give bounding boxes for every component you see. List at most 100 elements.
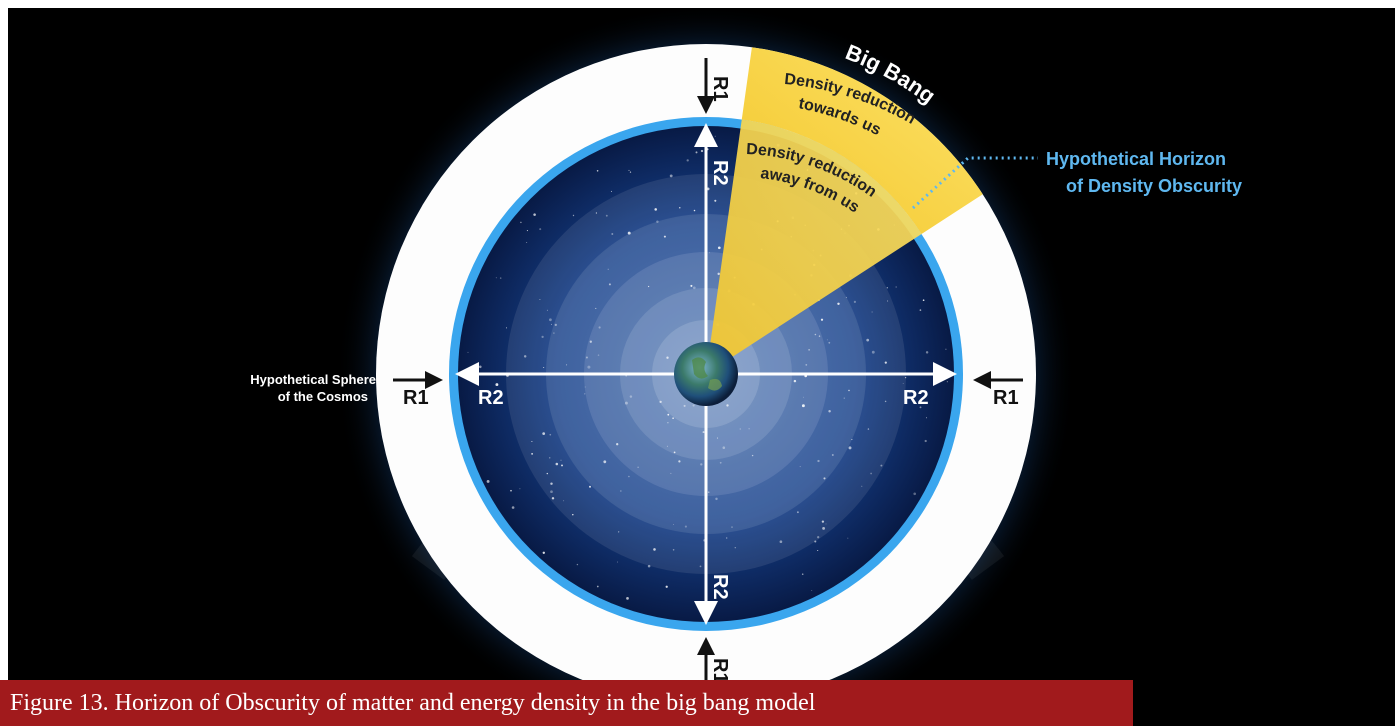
- star: [629, 395, 633, 398]
- horizon-leader-line: [911, 156, 1038, 210]
- star: [825, 523, 827, 525]
- star: [739, 428, 741, 430]
- star: [811, 589, 813, 592]
- star: [589, 340, 592, 343]
- star: [734, 547, 736, 549]
- star: [670, 472, 672, 474]
- star: [628, 169, 630, 171]
- star: [589, 485, 591, 488]
- star: [866, 338, 870, 342]
- star: [616, 443, 619, 446]
- star: [853, 300, 857, 304]
- star: [673, 451, 676, 454]
- star: [919, 309, 922, 311]
- star: [719, 461, 722, 464]
- star: [801, 404, 805, 408]
- star: [531, 452, 534, 455]
- sphere-label-line1: Hypothetical Sphere: [250, 372, 376, 387]
- star: [561, 464, 563, 467]
- star: [817, 459, 820, 463]
- star: [848, 446, 852, 450]
- star: [880, 464, 883, 467]
- star: [546, 309, 548, 311]
- star: [700, 149, 704, 153]
- r1-label-left: R1: [403, 387, 429, 409]
- star: [554, 323, 557, 327]
- star: [659, 400, 662, 404]
- star: [608, 283, 611, 286]
- star: [539, 228, 542, 231]
- star: [748, 428, 750, 430]
- star: [717, 272, 720, 276]
- star: [686, 159, 689, 162]
- star: [805, 364, 808, 366]
- star: [667, 413, 670, 416]
- star: [845, 296, 847, 299]
- star: [549, 457, 551, 459]
- star: [895, 286, 897, 288]
- star: [667, 422, 669, 424]
- star: [870, 472, 872, 475]
- star: [793, 379, 797, 383]
- star: [624, 401, 628, 405]
- star: [803, 396, 804, 398]
- star: [587, 365, 591, 369]
- horizon-label-line2: of Density Obscurity: [1066, 176, 1242, 196]
- star: [595, 212, 598, 214]
- star: [543, 367, 545, 368]
- star: [495, 277, 497, 279]
- star: [607, 268, 609, 270]
- star: [672, 549, 675, 551]
- star: [576, 563, 579, 566]
- sphere-label-line2: of the Cosmos: [278, 389, 368, 404]
- star: [904, 376, 907, 379]
- star: [654, 208, 657, 211]
- star: [884, 361, 887, 364]
- star: [946, 381, 948, 383]
- star: [467, 351, 469, 353]
- star: [702, 431, 705, 434]
- r1-label-bottom: R1: [709, 658, 731, 684]
- star: [699, 565, 702, 568]
- star: [847, 537, 849, 539]
- star: [563, 500, 565, 502]
- star: [627, 231, 631, 235]
- star: [663, 235, 666, 238]
- star: [714, 135, 716, 137]
- star: [520, 221, 522, 224]
- star: [542, 432, 546, 435]
- star: [584, 386, 586, 388]
- star: [695, 151, 698, 154]
- star: [826, 339, 828, 341]
- star: [541, 335, 544, 339]
- star: [692, 286, 696, 290]
- star: [510, 489, 512, 492]
- star: [867, 428, 870, 430]
- star: [926, 417, 928, 419]
- star: [817, 549, 819, 552]
- star: [690, 284, 693, 287]
- star: [647, 564, 651, 568]
- r2-label-bottom: R2: [709, 574, 731, 600]
- star: [722, 446, 726, 449]
- earth-continent: [692, 357, 708, 379]
- star: [700, 463, 703, 466]
- star: [584, 393, 586, 395]
- star: [486, 479, 490, 483]
- star: [814, 540, 817, 543]
- figure-caption: Figure 13. Horizon of Obscurity of matte…: [0, 680, 1133, 726]
- star: [808, 349, 810, 351]
- star: [542, 551, 545, 554]
- star: [843, 397, 845, 399]
- star: [828, 409, 831, 413]
- star: [546, 472, 549, 475]
- star: [731, 526, 733, 528]
- star: [637, 466, 639, 468]
- star: [945, 348, 947, 350]
- star: [523, 355, 527, 358]
- star: [610, 190, 612, 192]
- star: [822, 527, 825, 530]
- star: [716, 437, 719, 439]
- star: [626, 597, 629, 600]
- star: [555, 462, 559, 466]
